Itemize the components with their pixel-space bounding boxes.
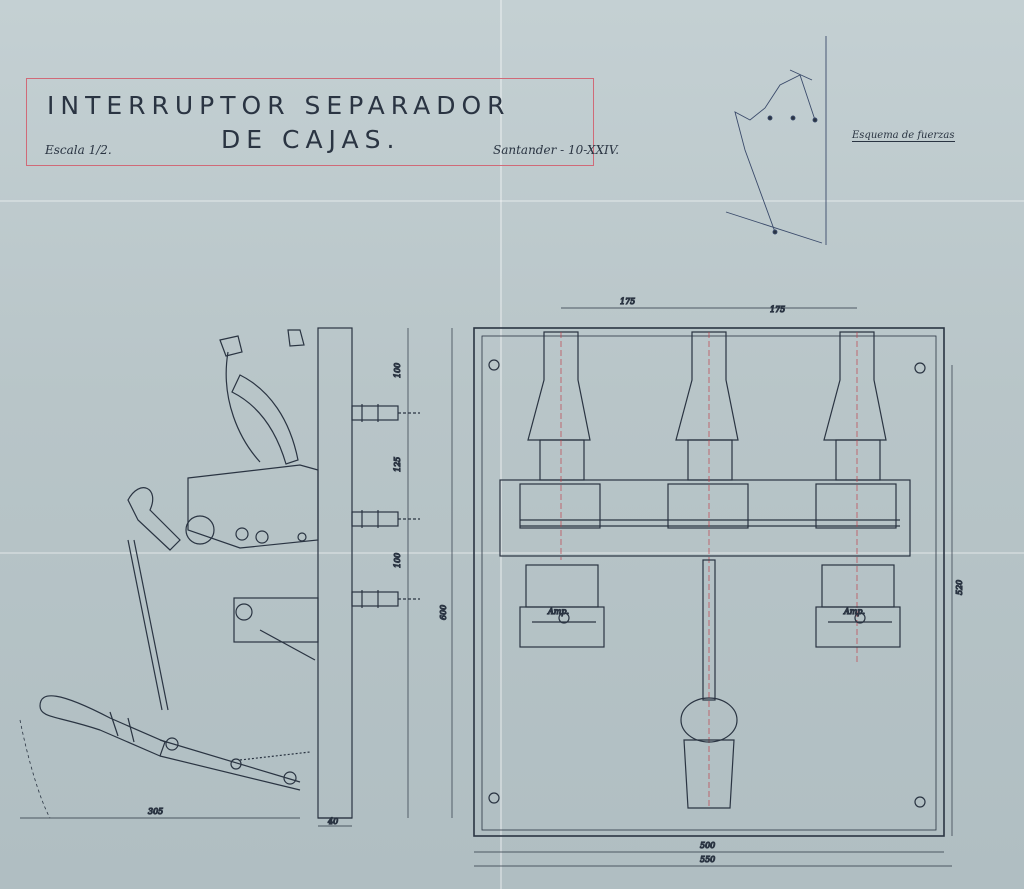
dim-pole-spacing-1: 175 [620, 297, 635, 306]
dim-handle-length: 305 [148, 807, 163, 816]
side-spring [239, 751, 311, 761]
ammeter-left-label: Amp. [547, 607, 569, 616]
dim-left-height-1: 100 [393, 363, 402, 378]
front-handle-knob [680, 697, 738, 743]
dim-bottom-inner: 500 [700, 841, 715, 850]
scale-note: Escala 1/2. [45, 143, 112, 157]
panel-hole-tl [488, 359, 500, 371]
dim-plate-thickness: 40 [327, 817, 338, 826]
side-spring-pin [230, 758, 242, 770]
side-view [19, 327, 453, 827]
dim-right-height: 520 [955, 580, 964, 595]
front-operating-rod [702, 559, 716, 701]
place-date-note: Santander - 10-XXIV. [493, 143, 620, 157]
side-handle-arc [19, 719, 51, 819]
side-switch-body [187, 464, 319, 549]
ammeter-right [815, 564, 901, 648]
forces-point-g [790, 115, 796, 121]
side-handle-grip [39, 695, 166, 757]
dim-left-height-2: 125 [393, 457, 402, 472]
side-mounting-plate [317, 327, 353, 819]
forces-polygon [734, 74, 816, 233]
forces-vector-top [789, 69, 813, 81]
side-handle-ring [109, 711, 119, 737]
side-pivot-disc [185, 515, 215, 545]
pole-left [519, 331, 601, 560]
side-handle-lever-top [159, 739, 301, 783]
side-handle-pivot [283, 771, 297, 785]
title-line-2: DE CAJAS. [221, 125, 401, 154]
side-blade-arm [231, 374, 299, 465]
paper-fold-horizontal [0, 200, 1024, 202]
front-panel-outer [473, 327, 945, 837]
side-bolt-bottom [351, 590, 420, 608]
title-line-1: INTERRUPTOR SEPARADOR [47, 91, 511, 120]
panel-hole-bl [488, 792, 500, 804]
front-view [473, 307, 953, 867]
side-connecting-rod-edge [133, 539, 169, 711]
pole-crossbar [499, 479, 911, 557]
dim-bottom-outer: 550 [700, 855, 715, 864]
side-bolt-middle [351, 510, 420, 528]
panel-hole-br [914, 796, 926, 808]
side-contact-cap-left [219, 335, 243, 357]
side-bolt-top [351, 404, 420, 422]
ammeter-left [519, 564, 605, 648]
pole-right [815, 331, 897, 665]
dim-panel-height: 600 [439, 605, 448, 620]
side-point-k [297, 532, 307, 542]
forces-point-d [767, 115, 773, 121]
forces-diagram [725, 36, 827, 245]
side-pivot-bolt [235, 527, 249, 541]
side-lower-rod [259, 629, 316, 661]
forces-point-k [812, 117, 818, 123]
dim-left-height-3: 100 [393, 553, 402, 568]
pole-center [667, 331, 749, 808]
side-handle-lever-bottom [159, 755, 301, 791]
side-lower-bracket-hole [235, 603, 253, 621]
paper-fold-horizontal-lower [0, 552, 1024, 554]
side-rod-joint [165, 737, 179, 751]
panel-hole-tr [914, 362, 926, 374]
forces-point-b [772, 229, 778, 235]
side-contact-cap-right [287, 329, 305, 347]
forces-vector-ab [725, 211, 823, 244]
title-block: INTERRUPTOR SEPARADOR DE CAJAS. Escala 1… [26, 78, 619, 166]
side-lower-bracket [233, 597, 319, 643]
side-cable [225, 351, 261, 463]
dim-pole-spacing-2: 175 [770, 305, 785, 314]
side-crank [127, 487, 181, 551]
side-connecting-rod [127, 539, 163, 711]
forces-diagram-label: Esquema de fuerzas [852, 130, 955, 142]
ammeter-right-label: Amp. [843, 607, 865, 616]
side-nut [255, 530, 269, 544]
paper-fold-vertical [500, 0, 502, 889]
front-handle-base [683, 739, 735, 809]
side-handle-ring-2 [127, 717, 135, 743]
